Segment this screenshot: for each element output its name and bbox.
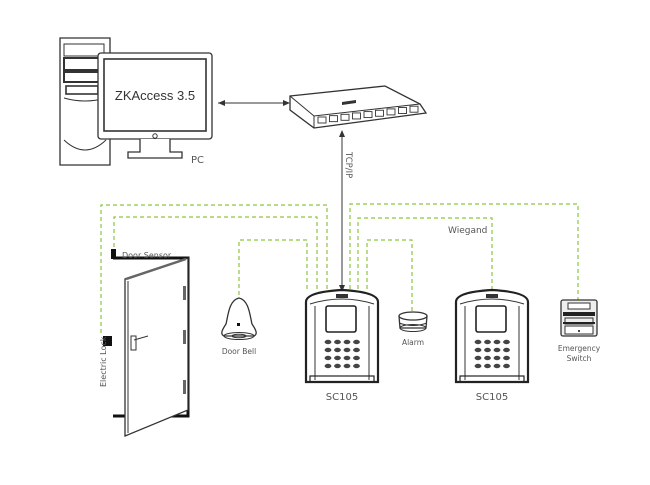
keypad-key [334, 355, 341, 361]
switch-port [317, 116, 327, 124]
controller-screen [325, 305, 357, 333]
switch-port [409, 105, 419, 113]
keypad-key [503, 355, 510, 361]
network-switch [289, 85, 428, 129]
keypad-key [343, 347, 351, 353]
controller-body [454, 288, 530, 384]
wire-electric-lock [100, 204, 328, 336]
keypad-key [503, 347, 510, 353]
wire-door-bell [238, 239, 308, 298]
tcpip-link [339, 130, 345, 292]
keypad-key [474, 339, 482, 345]
keypad-key [343, 339, 351, 345]
pc-label: PC [191, 155, 204, 166]
keypad-key [474, 347, 482, 353]
keypad-key [484, 355, 491, 361]
door-sensor-label: Door Sensor [122, 251, 172, 260]
keypad-key [324, 339, 332, 345]
alarm-label: Alarm [402, 338, 424, 347]
keypad-key [324, 363, 332, 369]
keypad-key [474, 363, 482, 369]
keypad-key [353, 347, 360, 353]
controller-sc105-2[interactable] [454, 288, 530, 384]
keypad-key [484, 347, 491, 353]
keypad-key [493, 355, 501, 361]
switch-port [352, 112, 361, 120]
keypad-key [324, 355, 332, 361]
electric-lock-label: Electric Lock [99, 336, 108, 387]
keypad-key [353, 339, 360, 345]
wire-emergency-switch [349, 203, 579, 300]
switch-port [375, 109, 384, 117]
controller-body [304, 288, 380, 384]
emergency-switch-label-1: Emergency [558, 344, 601, 353]
keypad-key [493, 363, 501, 369]
switch-port [398, 107, 407, 115]
pc-switch-link [218, 100, 290, 106]
alarm[interactable] [398, 311, 428, 332]
wiegand-label: Wiegand [448, 226, 487, 236]
keypad-key [493, 347, 501, 353]
door-bell-label: Door Bell [222, 347, 256, 356]
keypad-key [484, 363, 491, 369]
emergency-switch-label-2: Switch [567, 354, 592, 363]
keypad-key [343, 355, 351, 361]
controller-2-label: SC105 [476, 392, 508, 403]
keypad-key [474, 355, 482, 361]
keypad-key [353, 363, 360, 369]
keypad-key [334, 363, 341, 369]
pc-monitor[interactable]: ZKAccess 3.5 [97, 52, 213, 159]
controller-1-label: SC105 [326, 392, 358, 403]
controller-sc105-1[interactable] [304, 288, 380, 384]
switch-port [329, 115, 338, 123]
wire-wiegand [357, 217, 493, 290]
keypad-key [334, 347, 341, 353]
keypad-key [493, 339, 501, 345]
keypad-key [343, 363, 351, 369]
tcpip-label: TCP/IP [343, 151, 353, 178]
switch-port [340, 113, 350, 121]
keypad-key [324, 347, 332, 353]
software-label: ZKAccess 3.5 [115, 88, 195, 103]
emergency-switch[interactable] [560, 299, 598, 337]
keypad-key [334, 339, 341, 345]
keypad-key [484, 339, 491, 345]
switch-port [386, 108, 396, 116]
keypad-key [353, 355, 360, 361]
controller-screen [475, 305, 507, 333]
door-bell[interactable] [221, 297, 257, 340]
keypad-key [503, 339, 510, 345]
wire-alarm [366, 239, 413, 312]
wire-door-sensor [113, 216, 318, 289]
keypad-key [503, 363, 510, 369]
wires [100, 203, 579, 336]
door[interactable] [103, 249, 190, 437]
switch-port [363, 111, 373, 119]
